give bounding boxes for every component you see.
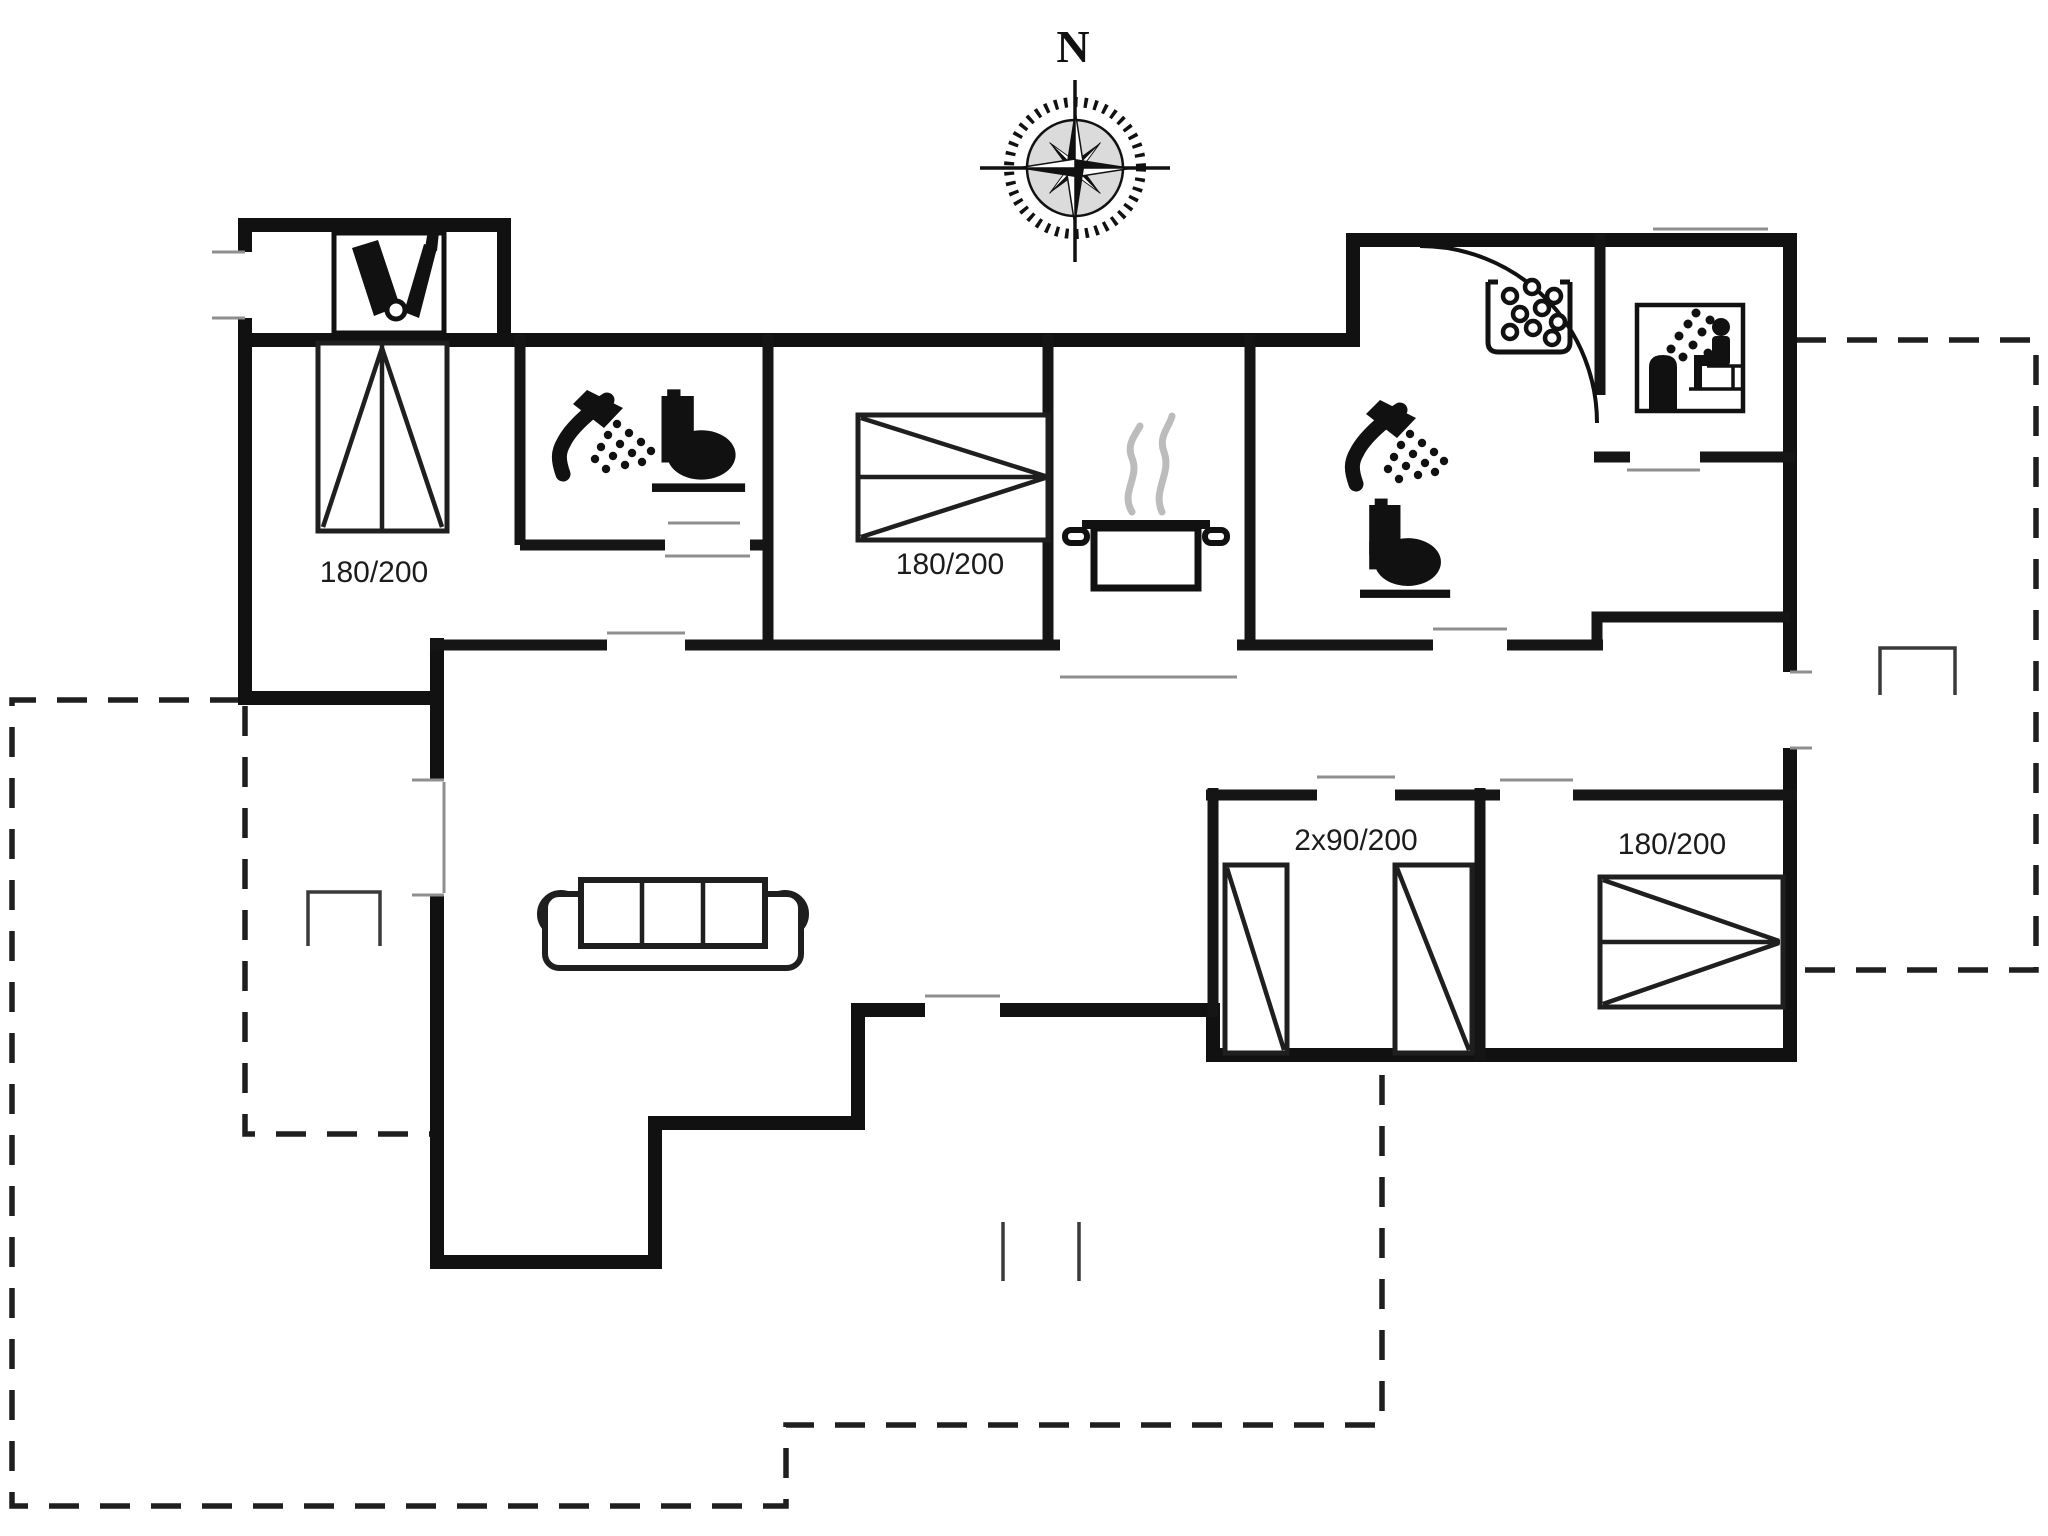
- terrace-west-notch: [242, 706, 437, 1137]
- bed-nw: [315, 340, 450, 534]
- terrace-east-outline: [1796, 337, 2039, 973]
- steps-mark: [306, 890, 382, 946]
- steps-marks: [306, 646, 1957, 1281]
- bed-size-label: 180/200: [320, 556, 428, 589]
- bed-mid: [855, 412, 1051, 543]
- compass-north-label: N: [1056, 21, 1089, 72]
- bed-se: [1597, 874, 1786, 1010]
- bottles-icon: [331, 230, 447, 336]
- window-marker: [412, 778, 446, 897]
- terrace-west-outline: [9, 697, 1385, 1509]
- bed-size-label: 180/200: [896, 548, 1004, 581]
- washing-machine-icon: [1485, 277, 1573, 355]
- bed-size-label: 2x90/200: [1294, 824, 1417, 857]
- sofa-icon: [537, 877, 809, 971]
- compass-rose-icon: N: [980, 21, 1170, 262]
- cooking-pot-icon: [1062, 412, 1230, 592]
- steps-mark: [1878, 646, 1957, 695]
- sauna-icon: [1634, 302, 1746, 414]
- terrace-dashed-outlines: [9, 337, 2039, 1509]
- steps-mark: [1001, 1222, 1081, 1281]
- bed-size-label: 180/200: [1618, 828, 1726, 861]
- beds-south: [1222, 862, 1475, 1056]
- door-window-markers: [212, 227, 1812, 998]
